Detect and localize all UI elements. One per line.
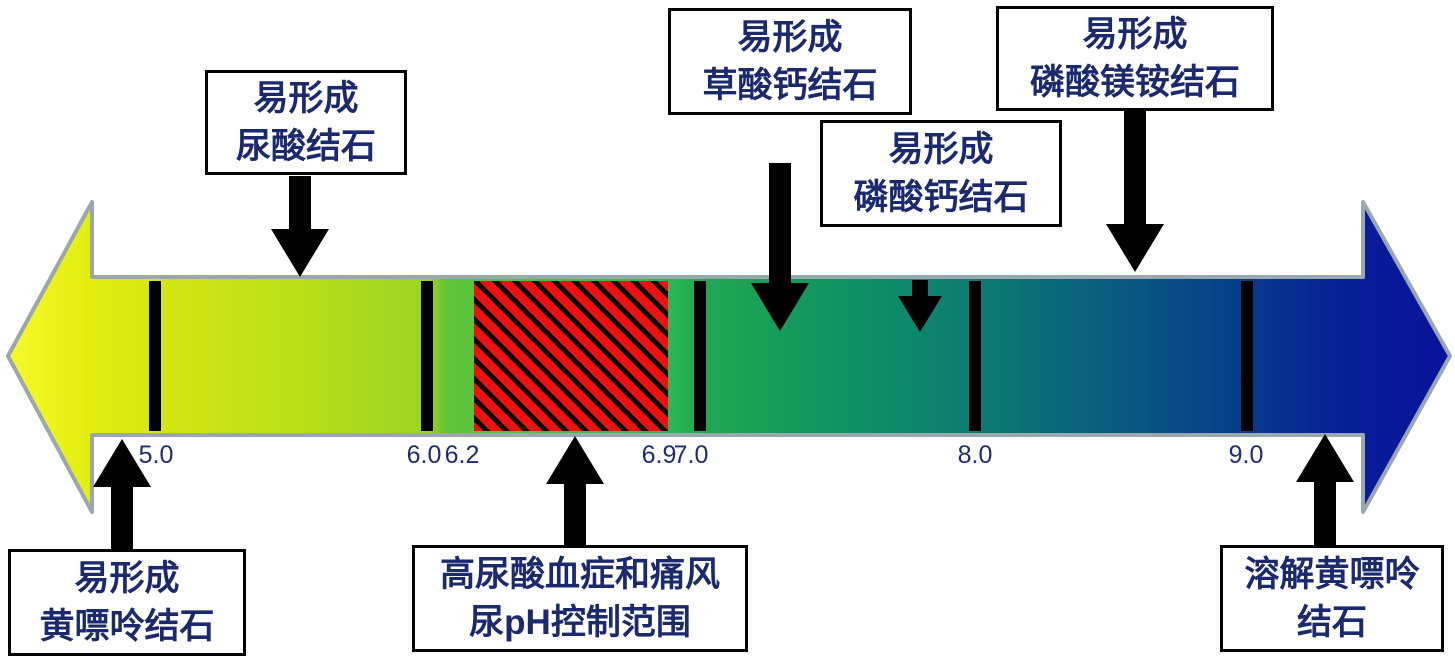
- ph-gradient-bar: [6, 200, 1452, 514]
- label-box-xanthine-stone: 易形成 黄嘌呤结石: [8, 549, 246, 656]
- pointer-arrow-dissolve-xanthine: [1296, 434, 1354, 545]
- label-line: 磷酸镁铵结石: [1029, 62, 1240, 102]
- tick-mark-6.0: [421, 281, 433, 431]
- label-line: 磷酸钙结石: [853, 177, 1029, 217]
- label-line: 草酸钙结石: [702, 65, 878, 105]
- label-line: 易形成: [888, 129, 994, 169]
- label-line: 尿pH控制范围: [469, 602, 691, 642]
- label-line: 易形成: [1082, 14, 1188, 54]
- tick-label-9.0: 9.0: [1228, 441, 1264, 469]
- tick-mark-7.0: [694, 281, 706, 431]
- label-box-gout-ph-range: 高尿酸血症和痛风 尿pH控制范围: [412, 545, 748, 652]
- tick-label-6.2: 6.2: [444, 441, 480, 469]
- pointer-arrow-xanthine: [93, 439, 151, 549]
- label-line: 易形成: [737, 17, 843, 57]
- label-box-struvite-stone: 易形成 磷酸镁铵结石: [996, 6, 1274, 111]
- label-line: 易形成: [253, 78, 359, 118]
- label-box-calcium-oxalate-stone: 易形成 草酸钙结石: [668, 8, 912, 115]
- gout-ph-range-highlight: [474, 281, 668, 431]
- label-box-dissolve-xanthine: 溶解黄嘌呤 结石: [1220, 545, 1444, 652]
- tick-mark-9.0: [1241, 281, 1253, 431]
- pointer-arrow-gout-range: [546, 436, 604, 545]
- tick-label-6.0: 6.0: [406, 441, 442, 469]
- label-line: 黄嘌呤结石: [39, 606, 215, 646]
- label-box-calcium-phosphate-stone: 易形成 磷酸钙结石: [820, 120, 1062, 227]
- tick-label-5.0: 5.0: [138, 441, 174, 469]
- label-box-uric-acid-stone: 易形成 尿酸结石: [205, 70, 407, 175]
- tick-mark-8.0: [969, 281, 981, 431]
- label-line: 尿酸结石: [235, 126, 376, 166]
- pointer-arrow-struvite: [1106, 111, 1164, 272]
- label-line: 溶解黄嘌呤: [1244, 554, 1420, 594]
- label-line: 高尿酸血症和痛风: [439, 554, 720, 594]
- pointer-arrow-uric-acid: [271, 176, 329, 277]
- pointer-arrow-calcium-phosphate: [898, 280, 942, 332]
- label-line: 易形成: [74, 558, 180, 598]
- pointer-arrow-calcium-oxalate: [751, 163, 809, 331]
- tick-label-8.0: 8.0: [957, 441, 993, 469]
- tick-label-7.0: 7.0: [673, 441, 709, 469]
- tick-label-6.9: 6.9: [641, 441, 677, 469]
- tick-mark-5.0: [149, 281, 161, 431]
- label-line: 结石: [1296, 602, 1367, 642]
